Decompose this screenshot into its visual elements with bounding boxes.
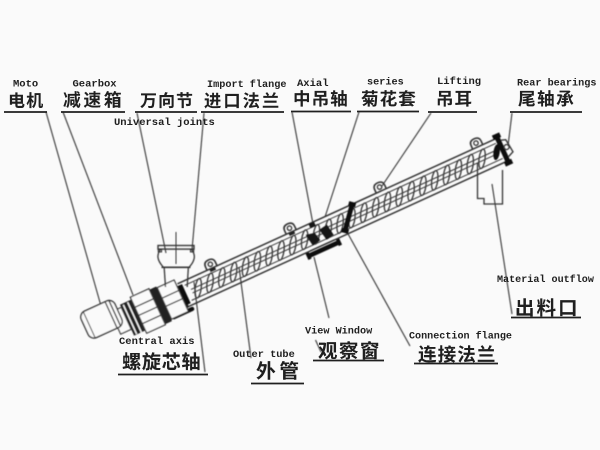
- svg-text:Axial: Axial: [297, 78, 329, 90]
- svg-text:series: series: [367, 77, 404, 89]
- svg-text:View Window: View Window: [305, 326, 373, 338]
- svg-text:Import flange: Import flange: [207, 79, 286, 91]
- svg-text:Central axis: Central axis: [119, 336, 195, 348]
- svg-text:Gearbox: Gearbox: [73, 79, 118, 91]
- svg-text:Moto: Moto: [13, 79, 38, 91]
- svg-text:Lifting: Lifting: [437, 76, 481, 88]
- svg-text:Connection flange: Connection flange: [409, 331, 512, 343]
- svg-text:Universal joints: Universal joints: [114, 117, 215, 129]
- svg-text:Rear bearings: Rear bearings: [517, 78, 596, 90]
- svg-text:Material outflow: Material outflow: [497, 274, 594, 286]
- svg-text:Outer tube: Outer tube: [233, 349, 295, 361]
